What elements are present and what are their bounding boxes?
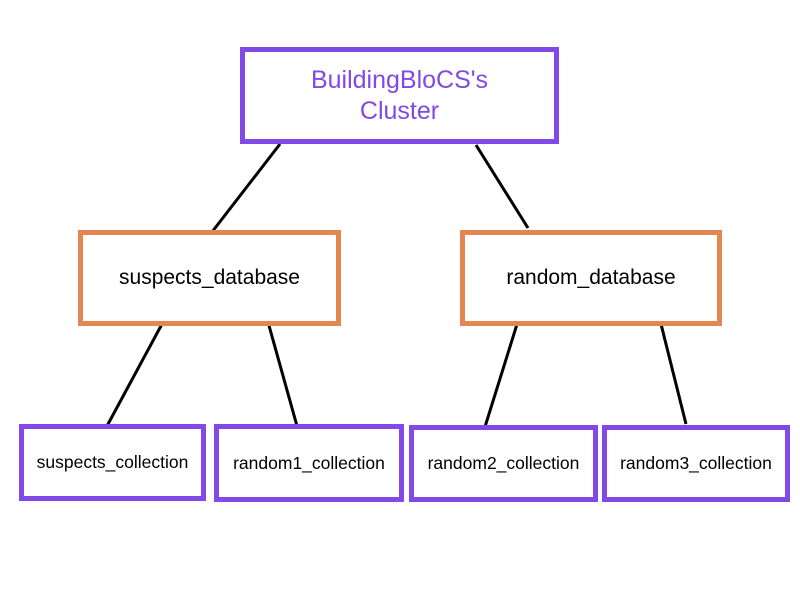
database-label: suspects_database	[119, 266, 300, 289]
connector-suspects-database-to-random1-collection	[266, 321, 299, 427]
collection-label: suspects_collection	[36, 452, 189, 472]
database-node-random: random_database	[460, 230, 722, 326]
collection-node-random1: random1_collection	[214, 424, 404, 502]
cluster-label: BuildingBloCS's Cluster	[310, 65, 489, 125]
collection-node-random3: random3_collection	[602, 425, 790, 502]
collection-node-suspects: suspects_collection	[19, 424, 206, 501]
connector-suspects-database-to-suspects-collection	[105, 323, 164, 427]
collection-node-random2: random2_collection	[409, 425, 598, 502]
connector-random-database-to-random2-collection	[482, 320, 520, 431]
connector-cluster-to-random-database	[474, 144, 530, 229]
connector-cluster-to-suspects-database	[210, 143, 282, 233]
collection-label: random3_collection	[620, 453, 772, 473]
collection-label: random1_collection	[233, 452, 385, 473]
cluster-node: BuildingBloCS's Cluster	[240, 47, 559, 144]
connector-random-database-to-random3-collection	[658, 319, 688, 425]
collection-label: random2_collection	[427, 453, 580, 473]
database-node-suspects: suspects_database	[78, 230, 341, 326]
database-label: random_database	[506, 266, 676, 289]
